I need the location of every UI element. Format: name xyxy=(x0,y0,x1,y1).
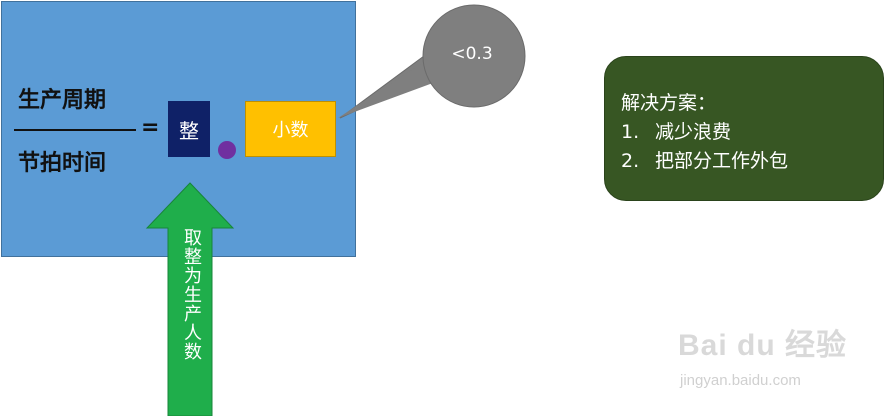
equals-sign: = xyxy=(141,115,160,140)
list-item: 1. 减少浪费 xyxy=(621,118,883,147)
list-item-number: 1. xyxy=(621,121,640,143)
watermark-logo: Bai du 经验 xyxy=(678,329,848,362)
watermark-url: jingyan.baidu.com xyxy=(680,372,801,389)
solution-title: 解决方案： xyxy=(621,92,717,114)
arrow-label: 取整为生产人数 xyxy=(181,228,202,361)
list-item-text: 把部分工作外包 xyxy=(655,150,789,172)
fraction-numerator: 生产周期 xyxy=(18,87,107,113)
fraction-line xyxy=(14,129,136,131)
decimal-box-label: 小数 xyxy=(272,120,309,141)
list-item-text: 减少浪费 xyxy=(655,121,732,143)
fraction-denominator: 节拍时间 xyxy=(18,150,107,176)
list-item-number: 2. xyxy=(621,150,640,172)
callout-text: <0.3 xyxy=(451,44,493,64)
solution-box: 解决方案： 1. 减少浪费 2. 把部分工作外包 xyxy=(604,56,884,201)
decimal-box: 小数 xyxy=(245,101,336,157)
integer-box-label: 整 xyxy=(179,118,199,143)
list-item: 2. 把部分工作外包 xyxy=(621,147,883,176)
integer-box: 整 xyxy=(168,101,210,157)
decimal-point-dot xyxy=(218,141,236,159)
